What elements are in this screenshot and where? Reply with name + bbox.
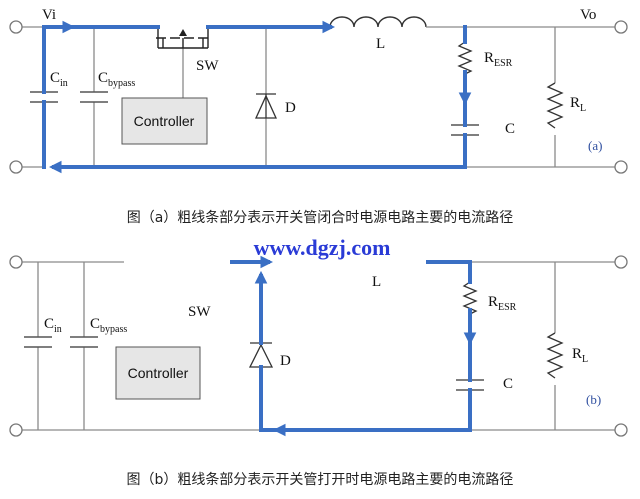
resr-label-b: RESR bbox=[488, 294, 517, 313]
diagram-a: Vi Vo Cin Cbypass Controller SW D L RESR… bbox=[9, 7, 628, 174]
rl-label-b: RL bbox=[572, 346, 588, 365]
diagram-b-wires bbox=[22, 261, 615, 431]
cbypass-label-b: Cbypass bbox=[90, 316, 127, 335]
diode-b bbox=[248, 342, 274, 368]
diode-label-b: D bbox=[280, 353, 291, 369]
resr-resistor-b bbox=[462, 281, 478, 315]
inductor-label-a: L bbox=[376, 36, 385, 52]
output-cap-label-a: C bbox=[505, 121, 515, 137]
diagram-b: Cin Cbypass Controller SW D L RESR C RL … bbox=[9, 255, 628, 437]
terminals-a bbox=[9, 20, 628, 174]
caption-a: 图（a）粗线条部分表示开关管闭合时电源电路主要的电流路径 bbox=[127, 209, 514, 226]
resr-resistor-a bbox=[457, 41, 473, 75]
switch-mosfet-a bbox=[156, 27, 210, 49]
resr-label-a: RESR bbox=[484, 50, 513, 69]
diode-label-a: D bbox=[285, 100, 296, 116]
cin-label-a: Cin bbox=[50, 70, 68, 89]
vo-label: Vo bbox=[580, 7, 596, 23]
diode-a bbox=[254, 93, 278, 119]
cbypass-capacitor-b bbox=[70, 336, 98, 348]
cbypass-label-a: Cbypass bbox=[98, 70, 135, 89]
sw-label-b: SW bbox=[188, 304, 211, 320]
panel-label-b: (b) bbox=[586, 392, 601, 407]
diagram-a-wires bbox=[22, 26, 615, 168]
cin-label-b: Cin bbox=[44, 316, 62, 335]
rl-label-a: RL bbox=[570, 95, 586, 114]
inductor-label-b: L bbox=[372, 274, 381, 290]
panel-label-a: (a) bbox=[588, 138, 602, 153]
current-path-b bbox=[230, 255, 477, 437]
inductor-coil-a bbox=[329, 16, 427, 28]
controller-box-b bbox=[115, 346, 201, 400]
terminals-b bbox=[9, 255, 628, 437]
current-path-a bbox=[42, 20, 472, 174]
controller-box-a bbox=[121, 97, 208, 145]
sw-label-a: SW bbox=[196, 58, 219, 74]
watermark: www.dgzj.com bbox=[254, 235, 391, 260]
controller-label-b: Controller bbox=[128, 365, 189, 381]
controller-label-a: Controller bbox=[134, 113, 195, 129]
output-cap-label-b: C bbox=[503, 376, 513, 392]
cbypass-capacitor-a bbox=[80, 91, 108, 103]
vi-label: Vi bbox=[42, 7, 56, 23]
rl-resistor-a bbox=[546, 82, 564, 129]
rl-resistor-b bbox=[546, 332, 564, 379]
caption-b: 图（b）粗线条部分表示开关管打开时电源电路主要的电流路径 bbox=[127, 471, 514, 488]
cin-capacitor-b bbox=[24, 336, 52, 348]
